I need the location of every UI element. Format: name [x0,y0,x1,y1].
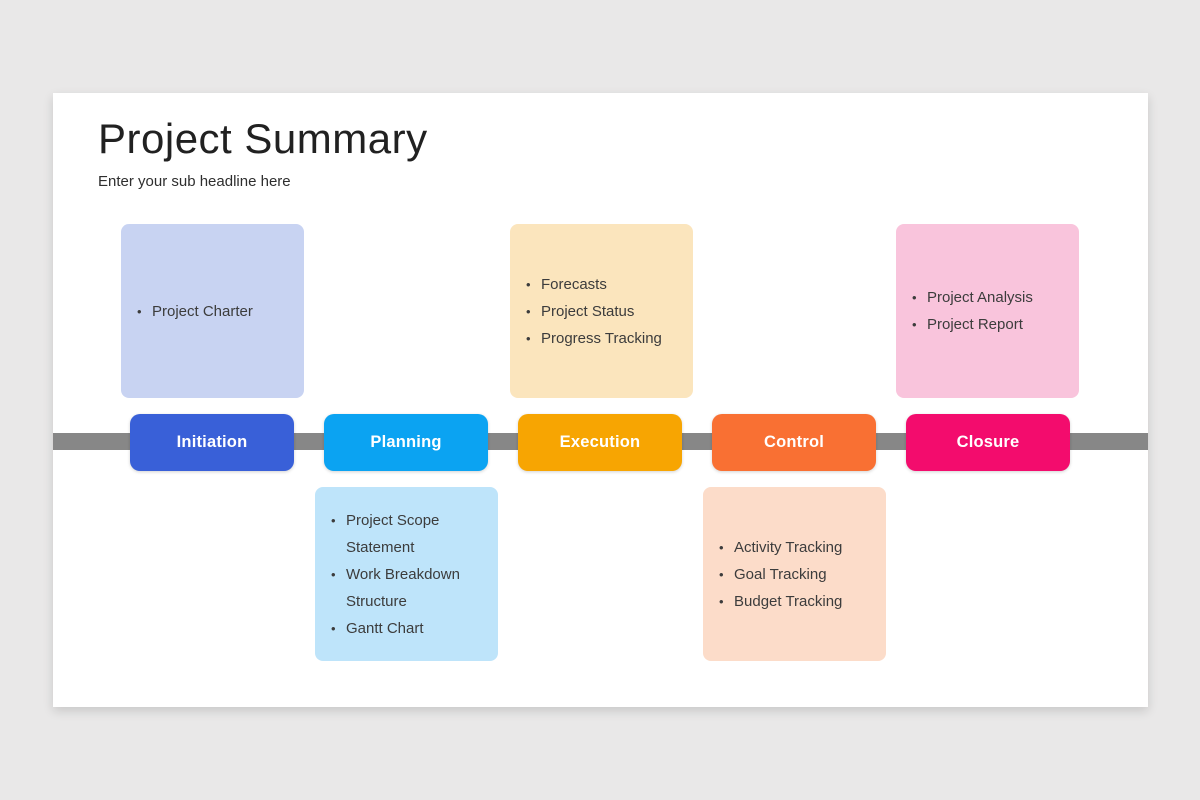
phase-card-list: Project AnalysisProject Report [896,284,1079,338]
phase-card-item: Budget Tracking [717,588,878,615]
page-subtitle: Enter your sub headline here [98,173,291,190]
phase-card-execution: ForecastsProject StatusProgress Tracking [510,224,693,398]
phase-card-item: Project Analysis [910,284,1071,311]
phase-card-closure: Project AnalysisProject Report [896,224,1079,398]
phase-button-initiation[interactable]: Initiation [130,414,294,471]
phase-card-item: Project Scope Statement [329,507,490,561]
phase-card-item: Work Breakdown Structure [329,561,490,615]
phase-card-list: Project Scope StatementWork Breakdown St… [315,507,498,642]
phase-card-planning: Project Scope StatementWork Breakdown St… [315,487,498,661]
phase-button-planning[interactable]: Planning [324,414,488,471]
phase-card-item: Progress Tracking [524,325,685,352]
phase-card-item: Goal Tracking [717,561,878,588]
phase-card-item: Forecasts [524,271,685,298]
phase-card-list: Activity TrackingGoal TrackingBudget Tra… [703,534,886,615]
phase-card-initiation: Project Charter [121,224,304,398]
phase-card-item: Activity Tracking [717,534,878,561]
slide: Project Summary Enter your sub headline … [53,93,1148,707]
phase-card-item: Gantt Chart [329,615,490,642]
phase-button-control[interactable]: Control [712,414,876,471]
page-title: Project Summary [98,115,428,162]
phase-card-list: ForecastsProject StatusProgress Tracking [510,271,693,352]
phase-card-item: Project Report [910,311,1071,338]
phase-card-list: Project Charter [121,298,304,325]
phase-card-control: Activity TrackingGoal TrackingBudget Tra… [703,487,886,661]
phase-card-item: Project Charter [135,298,296,325]
phase-button-closure[interactable]: Closure [906,414,1070,471]
phase-card-item: Project Status [524,298,685,325]
phase-button-execution[interactable]: Execution [518,414,682,471]
